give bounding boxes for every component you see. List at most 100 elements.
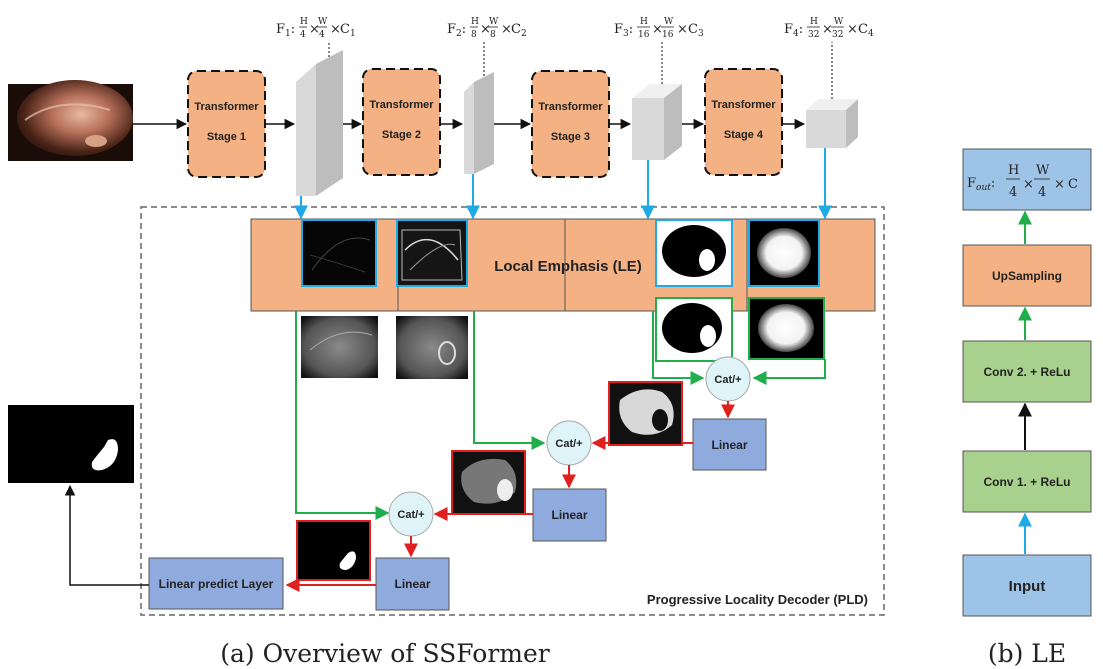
svg-text:C: C xyxy=(1068,177,1078,192)
svg-text:×: × xyxy=(1023,177,1034,192)
arrow-le3-cat1 xyxy=(652,311,705,385)
svg-text:×: × xyxy=(677,22,688,37)
le-input-thumb-1 xyxy=(301,219,377,287)
linear-box-2: Linear xyxy=(532,488,607,542)
svg-text:×: × xyxy=(501,22,512,37)
svg-text:8: 8 xyxy=(490,30,496,40)
svg-text:Transformer: Transformer xyxy=(711,99,776,111)
le-input-thumb-4 xyxy=(748,219,820,287)
svg-text:Cat/+: Cat/+ xyxy=(397,509,424,521)
svg-text:Conv 2. + ReLu: Conv 2. + ReLu xyxy=(983,365,1070,379)
feature-map-f1 xyxy=(296,50,343,196)
pld-label: Progressive Locality Decoder (PLD) xyxy=(647,592,868,607)
linear-predict-layer: Linear predict Layer xyxy=(148,557,284,610)
svg-text:Cat/+: Cat/+ xyxy=(555,438,582,450)
cat-node-3: Cat/+ xyxy=(388,491,434,537)
svg-text:W: W xyxy=(664,17,674,27)
svg-text:F3:: F3: xyxy=(614,22,633,39)
feature-label-f2: F2: H 8 × W 8 × C2 xyxy=(447,17,527,40)
transformer-stage-3: Transformer Stage 3 xyxy=(531,70,610,178)
intermediate-map-3 xyxy=(296,520,371,581)
le-input-thumb-3 xyxy=(655,219,733,287)
le-output-thumb-2 xyxy=(396,316,468,379)
le-output-thumb-4 xyxy=(748,297,825,360)
svg-text:Linear: Linear xyxy=(711,438,747,452)
feature-label-f3: F3: H 16 × W 16 × C3 xyxy=(614,17,704,40)
svg-text:W: W xyxy=(1036,163,1050,178)
svg-text:×: × xyxy=(480,22,491,37)
output-mask xyxy=(8,405,134,483)
arrow-le4-cat1 xyxy=(752,359,826,385)
feature-map-f2 xyxy=(464,72,494,174)
svg-text:Stage 2: Stage 2 xyxy=(382,129,421,141)
svg-text:4: 4 xyxy=(1038,185,1046,200)
cat-node-1: Cat/+ xyxy=(705,356,751,402)
svg-text:Stage 3: Stage 3 xyxy=(551,131,590,143)
caption-a: (a) Overview of SSFormer xyxy=(220,639,550,668)
svg-text:Input: Input xyxy=(1009,578,1046,595)
svg-text:Conv 1. + ReLu: Conv 1. + ReLu xyxy=(983,475,1070,489)
intermediate-map-1 xyxy=(608,381,683,446)
svg-text:C4: C4 xyxy=(858,22,874,39)
svg-text:Transformer: Transformer xyxy=(194,101,259,113)
feature-map-f4 xyxy=(806,99,858,148)
svg-text:16: 16 xyxy=(662,30,674,40)
linear-box-1: Linear xyxy=(692,418,767,471)
arrow-le2-cat2 xyxy=(473,311,546,450)
svg-text:W: W xyxy=(318,17,328,27)
svg-text:×: × xyxy=(847,22,858,37)
svg-text:H: H xyxy=(1008,163,1019,178)
svg-text:4: 4 xyxy=(319,30,325,40)
le-conv2-box: Conv 2. + ReLu xyxy=(962,340,1092,403)
le-output-thumb-1 xyxy=(301,316,378,378)
svg-text:C2: C2 xyxy=(511,22,527,39)
le-input-thumb-2 xyxy=(396,219,468,287)
feature-label-f1: F1: H 4 × W 4 × C1 xyxy=(276,17,356,40)
le-conv1-box: Conv 1. + ReLu xyxy=(962,450,1092,513)
svg-text:W: W xyxy=(489,17,499,27)
svg-text:H: H xyxy=(300,17,308,27)
svg-text:Cat/+: Cat/+ xyxy=(714,374,741,386)
svg-text:16: 16 xyxy=(638,30,650,40)
svg-text:F2:: F2: xyxy=(447,22,466,39)
svg-text:UpSampling: UpSampling xyxy=(992,269,1062,283)
input-image xyxy=(8,80,133,161)
svg-text:×: × xyxy=(822,22,833,37)
cat-node-2: Cat/+ xyxy=(546,420,592,466)
svg-text:H: H xyxy=(640,17,648,27)
svg-text:C1: C1 xyxy=(340,22,356,39)
le-input-box: Input xyxy=(962,554,1092,617)
svg-text:Linear predict Layer: Linear predict Layer xyxy=(159,577,274,591)
svg-text:×: × xyxy=(652,22,663,37)
svg-text:8: 8 xyxy=(471,30,477,40)
svg-text:Stage 1: Stage 1 xyxy=(207,131,246,143)
svg-text:32: 32 xyxy=(832,30,843,40)
arrow-predict-output xyxy=(64,484,149,586)
svg-text:Linear: Linear xyxy=(394,577,430,591)
svg-text:32: 32 xyxy=(808,30,819,40)
svg-text:Local Emphasis (LE): Local Emphasis (LE) xyxy=(494,258,642,275)
feature-map-f3 xyxy=(632,84,682,160)
svg-text:C3: C3 xyxy=(688,22,704,39)
svg-text:Stage 4: Stage 4 xyxy=(724,129,764,141)
linear-box-3: Linear xyxy=(375,557,450,611)
svg-text:F1:: F1: xyxy=(276,22,295,39)
arrow-le1-cat3 xyxy=(295,311,390,520)
svg-text:Transformer: Transformer xyxy=(369,99,434,111)
svg-text:H: H xyxy=(810,17,818,27)
transformer-stage-2: Transformer Stage 2 xyxy=(362,68,441,176)
le-output-thumb-3 xyxy=(655,297,733,362)
svg-text:F4:: F4: xyxy=(784,22,803,39)
svg-text:×: × xyxy=(330,22,341,37)
svg-text:4: 4 xyxy=(300,30,306,40)
feature-label-f4: F4: H 32 × W 32 × C4 xyxy=(784,17,874,40)
svg-text:Fout:: Fout: xyxy=(967,176,995,193)
svg-text:Linear: Linear xyxy=(551,508,587,522)
pld-frame xyxy=(140,206,885,616)
le-upsampling-box: UpSampling xyxy=(962,244,1092,307)
transformer-stage-1: Transformer Stage 1 xyxy=(187,70,266,178)
caption-b: (b) LE xyxy=(988,639,1066,668)
svg-text:×: × xyxy=(1054,177,1065,192)
